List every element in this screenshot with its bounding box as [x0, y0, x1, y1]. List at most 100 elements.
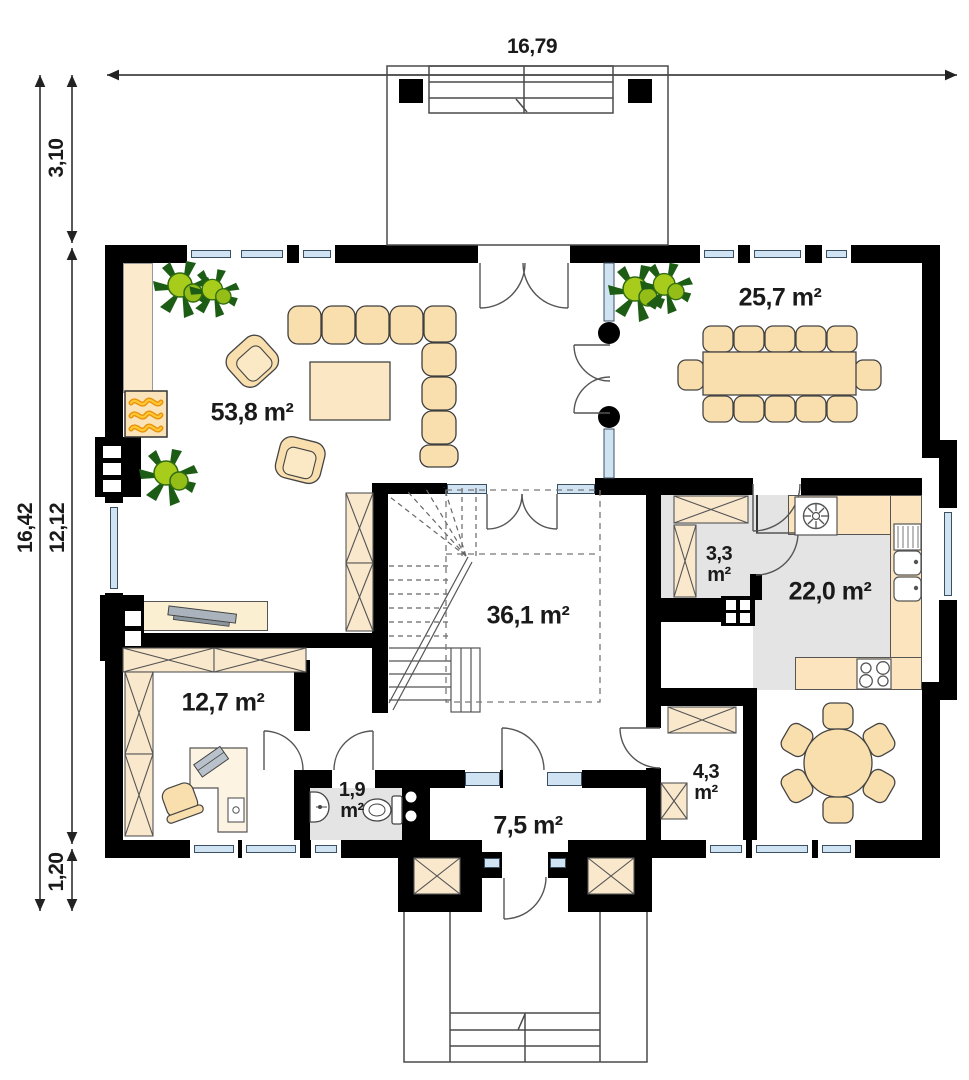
wardrobe-icon	[587, 857, 635, 895]
coffee-table	[309, 361, 391, 421]
wall-segment	[661, 598, 721, 622]
glazed-panel	[447, 484, 487, 494]
room-label-hall: 36,1 m²	[486, 601, 570, 630]
plant-icon	[188, 268, 241, 319]
wall-segment	[582, 770, 646, 788]
round-table	[803, 728, 873, 798]
room-label-dining: 25,7 m²	[738, 283, 822, 312]
desk-set	[161, 745, 248, 833]
round-table-set	[777, 702, 899, 824]
porch-pillar	[628, 79, 652, 103]
window	[818, 840, 855, 858]
tv-icon	[167, 605, 238, 627]
entry-porch	[403, 912, 648, 1063]
window	[242, 840, 300, 858]
room-label-living: 53,8 m²	[210, 398, 294, 427]
entry-door	[503, 876, 547, 920]
fireplace-hearth	[123, 263, 153, 393]
door-opening	[478, 245, 570, 263]
doors	[263, 262, 801, 920]
storage-door	[619, 727, 661, 769]
window	[299, 245, 335, 263]
fireplace-icon	[124, 390, 168, 438]
dimension-label-width: 16,79	[506, 35, 558, 58]
partition-post	[598, 406, 620, 428]
kitchen-sink-icon	[893, 523, 922, 602]
entry-door-opening	[502, 852, 548, 878]
chimney-flues	[103, 446, 750, 822]
wardrobe-icon	[673, 495, 749, 524]
wall-segment	[661, 478, 753, 495]
partition-post	[598, 322, 620, 344]
vent-block	[402, 770, 430, 840]
partition-doors	[573, 344, 611, 414]
window	[190, 840, 238, 858]
room-label-office: 12,7 m²	[181, 688, 265, 717]
wardrobe-icon	[667, 706, 737, 734]
wall-segment	[922, 245, 940, 458]
terrace-porch	[386, 65, 669, 246]
wall-segment	[646, 768, 661, 840]
vent-icon	[794, 496, 838, 536]
window	[700, 245, 738, 263]
dimension-label-entry: 1,20	[45, 852, 68, 892]
room-label-kitchen: 22,0 m²	[788, 577, 872, 606]
window	[706, 840, 746, 858]
wardrobes	[122, 492, 749, 895]
dimension-lines	[34, 69, 957, 911]
wall-segment	[646, 688, 757, 706]
wall-segment	[801, 478, 922, 495]
wall-segment	[922, 682, 940, 858]
window	[105, 503, 123, 593]
wardrobe-icon	[124, 753, 154, 837]
porch-pillar	[399, 79, 423, 103]
plant-icon	[138, 448, 199, 507]
dining-set	[677, 325, 882, 423]
wardrobe-icon	[345, 492, 374, 564]
wall-segment	[294, 770, 310, 840]
sidelight-window	[484, 858, 500, 868]
pantry-door	[755, 532, 799, 576]
wall-segment	[750, 574, 762, 600]
wall-segment	[500, 770, 503, 788]
wall-segment	[430, 770, 465, 788]
dining-table	[702, 351, 857, 396]
double-door	[486, 493, 558, 530]
window	[750, 245, 805, 263]
wardrobe-icon	[124, 671, 154, 755]
wall-segment	[372, 483, 447, 494]
wall-segment	[123, 633, 377, 648]
wall-segment	[375, 770, 402, 788]
window	[822, 245, 851, 263]
room-label-vestibule: 7,5 m²	[493, 811, 563, 840]
window	[311, 840, 341, 858]
wall-segment	[372, 483, 388, 713]
toilet-icon	[362, 795, 403, 825]
french-door	[479, 262, 569, 309]
corner-sofa	[287, 305, 459, 468]
window	[187, 245, 287, 263]
ceiling-opening-projection	[445, 489, 601, 703]
wardrobe-icon	[345, 562, 374, 632]
wardrobe-icon	[413, 857, 461, 895]
window	[752, 840, 812, 858]
sidelight-window	[550, 858, 566, 868]
wall-segment	[310, 770, 332, 788]
window	[939, 508, 957, 600]
wall-segment	[294, 660, 310, 731]
office-chair-icon	[161, 782, 204, 824]
washbasin-icon	[309, 791, 330, 823]
glazed-panel	[465, 772, 500, 786]
armchair-icon	[272, 433, 329, 487]
glazed-panel	[547, 772, 582, 786]
stairs	[388, 486, 481, 713]
dimension-label-porch: 3,10	[45, 138, 68, 178]
wall-segment	[743, 688, 757, 840]
wc-door	[333, 730, 374, 771]
printer-icon	[227, 797, 245, 823]
dimension-label-house: 12,12	[46, 502, 69, 554]
office-door	[263, 730, 304, 771]
armchair-icon	[220, 329, 285, 393]
